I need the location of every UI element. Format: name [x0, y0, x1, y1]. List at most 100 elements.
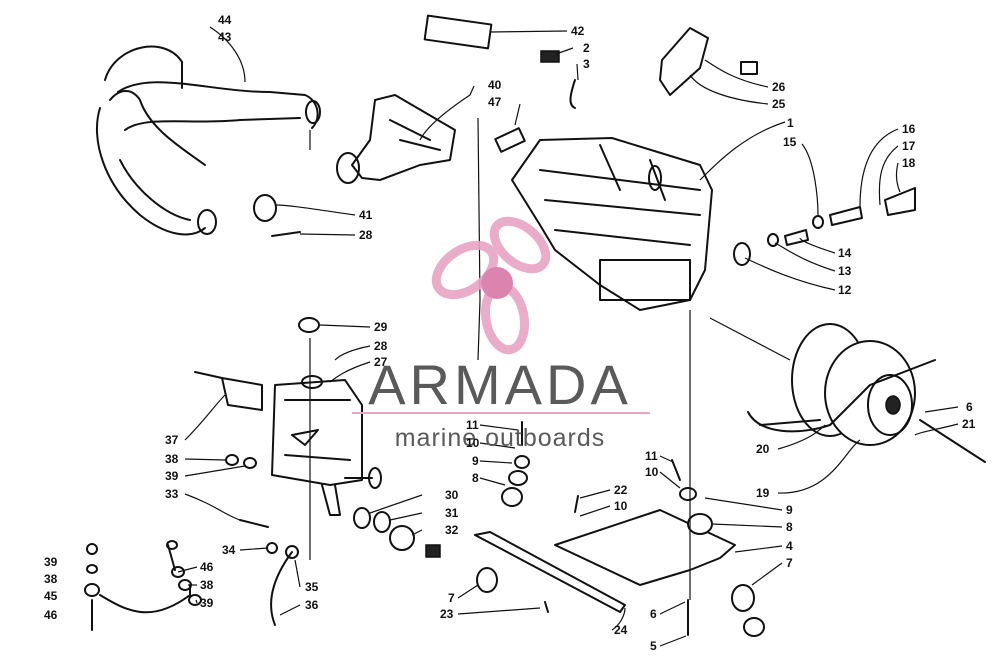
part-label: 4 — [786, 539, 793, 553]
part-label: 33 — [165, 487, 179, 501]
spacer-2 — [540, 50, 560, 63]
rail-24 — [474, 531, 626, 613]
part-label: 42 — [571, 24, 585, 38]
part-label: 17 — [902, 139, 916, 153]
left-hardware — [84, 540, 202, 631]
part-label: 2 — [583, 41, 590, 55]
part-labels: 44 43 42 2 3 26 25 40 47 1 15 16 17 18 4… — [44, 13, 976, 653]
part-label: 39 — [200, 596, 214, 610]
part-label: 39 — [165, 469, 179, 483]
part-label: 22 — [614, 483, 628, 497]
part-label: 20 — [756, 442, 770, 456]
leader-lines — [177, 26, 959, 647]
part-label: 44 — [218, 13, 232, 27]
part-label: 31 — [445, 506, 459, 520]
part-label: 39 — [44, 555, 58, 569]
watermark-tagline: marine outboards — [395, 424, 606, 452]
part-label: 34 — [222, 543, 236, 557]
isolators — [476, 421, 765, 637]
part-label: 46 — [200, 560, 214, 574]
bolt-37 — [194, 371, 223, 379]
bracket-37 — [221, 377, 263, 411]
spacer-31 — [373, 511, 391, 533]
hose-36 — [270, 551, 293, 626]
part-label: 47 — [488, 95, 502, 109]
washer-34 — [266, 542, 278, 554]
clip-3 — [569, 79, 576, 109]
part-label: 13 — [838, 264, 852, 278]
part-label: 45 — [44, 589, 58, 603]
propeller-hub — [481, 267, 513, 299]
part-label: 23 — [440, 607, 454, 621]
armada-logo — [431, 216, 551, 355]
propeller-blade — [489, 216, 551, 274]
part-label: 1 — [787, 116, 794, 130]
part-label: 38 — [44, 572, 58, 586]
part-label: 28 — [359, 228, 373, 242]
propeller-blade — [431, 240, 499, 300]
part-label: 25 — [772, 97, 786, 111]
part-label: 35 — [305, 580, 319, 594]
part-label: 6 — [650, 607, 657, 621]
part-label: 21 — [962, 417, 976, 431]
part-label: 41 — [359, 208, 373, 222]
part-label: 37 — [165, 433, 179, 447]
part-label: 15 — [783, 135, 797, 149]
part-label: 46 — [44, 608, 58, 622]
part-label: 9 — [786, 503, 793, 517]
part-label: 9 — [472, 454, 479, 468]
seal-41 — [253, 194, 277, 222]
part-label: 30 — [445, 488, 459, 502]
part-label: 10 — [466, 436, 480, 450]
part-label: 40 — [488, 78, 502, 92]
part-label: 18 — [902, 156, 916, 170]
seal-upper — [336, 152, 360, 184]
watermark-brand: ARMADA — [368, 353, 632, 416]
part-label: 29 — [374, 320, 388, 334]
cap-26 — [740, 61, 758, 75]
part-label: 14 — [838, 246, 852, 260]
engine — [511, 137, 713, 311]
part-label: 8 — [786, 520, 793, 534]
exhaust-pipe — [96, 45, 321, 236]
part-label: 10 — [614, 499, 628, 513]
spring-28-upper — [271, 231, 301, 237]
grommet-29 — [298, 317, 320, 333]
part-label: 16 — [902, 122, 916, 136]
plate-32 — [389, 525, 415, 551]
clutch — [747, 323, 986, 463]
bracket-25 — [659, 27, 709, 96]
muffler — [271, 375, 382, 516]
part-label: 24 — [614, 623, 628, 637]
part-label: 10 — [645, 465, 659, 479]
nut-39 — [243, 457, 257, 469]
part-label: 12 — [838, 283, 852, 297]
part-label: 28 — [374, 339, 388, 353]
part-label: 26 — [772, 80, 786, 94]
part-label: 8 — [472, 471, 479, 485]
part-label: 27 — [374, 355, 388, 369]
part-label: 38 — [165, 452, 179, 466]
part-label: 3 — [583, 57, 590, 71]
decal-42 — [423, 14, 493, 50]
part-label: 11 — [466, 418, 479, 432]
clamp-35 — [285, 545, 299, 559]
part-label: 32 — [445, 523, 459, 537]
shaft-assembly — [733, 187, 916, 266]
part-label: 36 — [305, 598, 319, 612]
part-label: 43 — [218, 30, 232, 44]
nut-32 — [425, 544, 441, 558]
part-label: 7 — [448, 591, 455, 605]
part-label: 38 — [200, 578, 214, 592]
part-label: 6 — [966, 400, 973, 414]
part-label: 19 — [756, 486, 770, 500]
spacer-30 — [353, 507, 371, 529]
exhaust-manifold — [351, 94, 456, 181]
bolt-33 — [239, 519, 269, 528]
part-label: 5 — [650, 639, 657, 653]
part-label: 7 — [786, 556, 793, 570]
washer-38 — [225, 454, 239, 466]
gasket-47 — [494, 127, 526, 153]
